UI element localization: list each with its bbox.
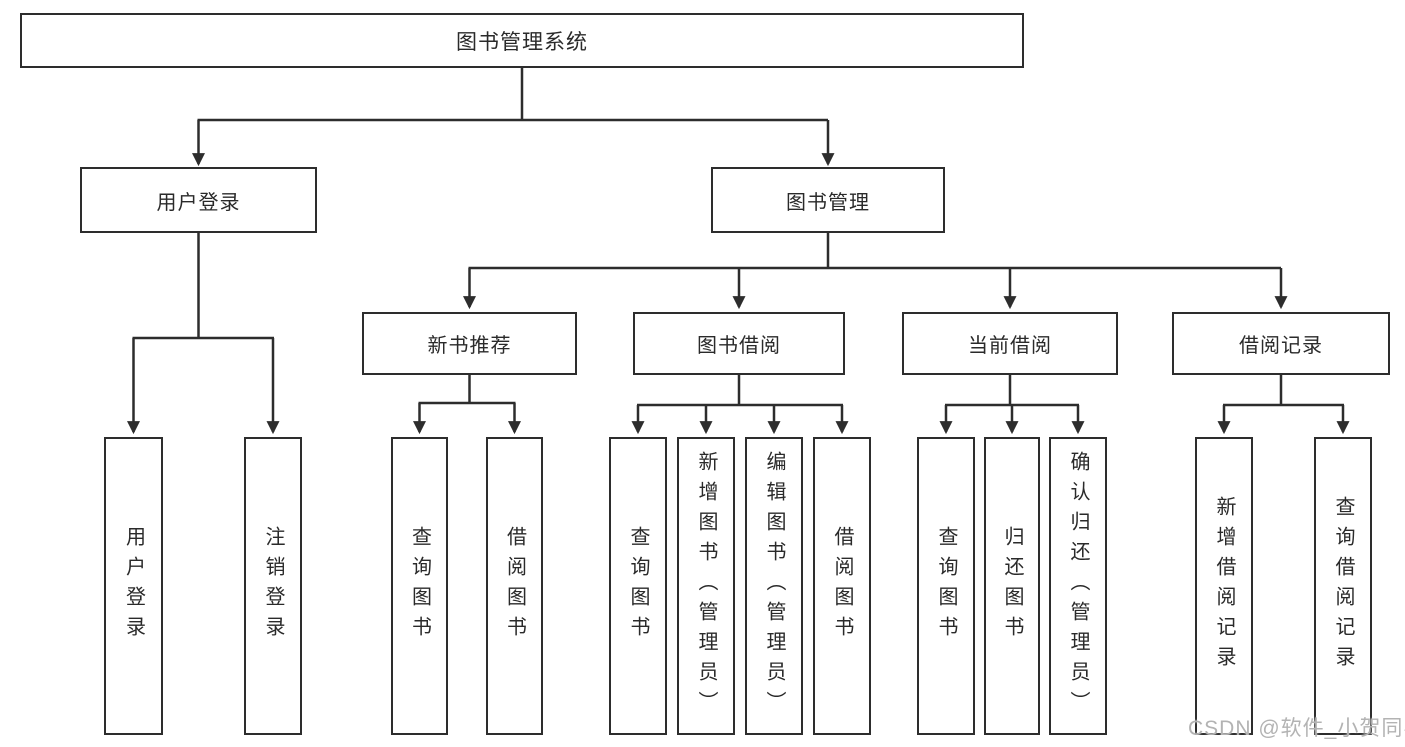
leaf-bb-query-books: 查询图书	[609, 437, 667, 735]
leaf-cb-query-books: 查询图书	[917, 437, 975, 735]
node-borrow-records: 借阅记录	[1172, 312, 1390, 375]
leaf-nbr-query-books: 查询图书	[391, 437, 448, 735]
leaf-cb-return-books: 归还图书	[984, 437, 1040, 735]
leaf-user-login: 用户登录	[104, 437, 163, 735]
leaf-logout: 注销登录	[244, 437, 302, 735]
leaf-bb-edit-books-admin: 编辑图书（管理员）	[745, 437, 803, 735]
node-book-borrow: 图书借阅	[633, 312, 845, 375]
node-new-book-recommend: 新书推荐	[362, 312, 577, 375]
arrow-connectors	[127, 68, 1350, 435]
leaf-bb-borrow-books: 借阅图书	[813, 437, 871, 735]
leaf-br-add-record: 新增借阅记录	[1195, 437, 1253, 735]
leaf-br-query-record: 查询借阅记录	[1314, 437, 1372, 735]
node-user-login: 用户登录	[80, 167, 317, 233]
leaf-cb-confirm-return-admin: 确认归还（管理员）	[1049, 437, 1107, 735]
node-current-borrow: 当前借阅	[902, 312, 1118, 375]
node-root: 图书管理系统	[20, 13, 1024, 68]
node-book-management: 图书管理	[711, 167, 945, 233]
csdn-watermark: CSDN @软件_小贺同学	[1188, 717, 1405, 740]
leaf-bb-add-books-admin: 新增图书（管理员）	[677, 437, 735, 735]
leaf-nbr-borrow-books: 借阅图书	[486, 437, 543, 735]
